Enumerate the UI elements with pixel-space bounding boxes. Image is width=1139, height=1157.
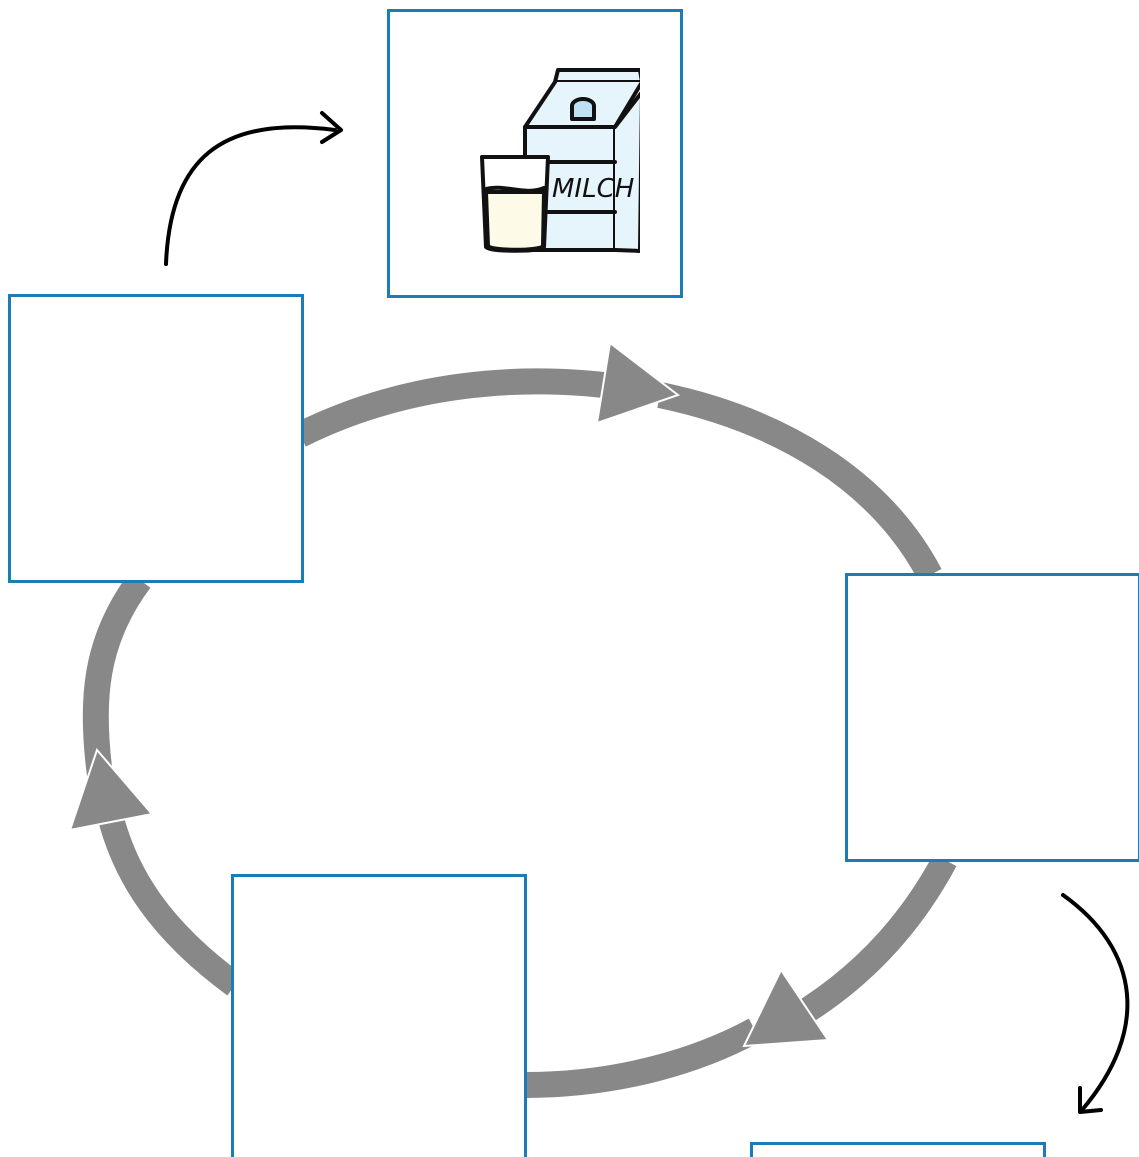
cycle-segment-bottom-left (97, 811, 243, 996)
side-arrow-bottom-right (1061, 893, 1130, 1112)
milk-carton-and-glass-icon: MILCH (480, 68, 640, 253)
box-milk-illustration: MILCH (387, 9, 683, 298)
cycle-arrows (68, 341, 957, 1098)
box-right (845, 573, 1139, 862)
cycle-segment-right-bottom (788, 853, 957, 1030)
cycle-arrowhead-top (595, 341, 681, 425)
carton-text: MILCH (552, 174, 634, 204)
box-bottom-right-corner (750, 1142, 1046, 1157)
side-arrowhead-bottom-right (1078, 1086, 1103, 1114)
side-arrow-top-left (164, 125, 337, 266)
cycle-arrowhead-bottom-right (742, 967, 830, 1048)
box-left (8, 294, 304, 583)
cycle-segment-bottom (524, 1018, 762, 1098)
cycle-arrowhead-left (68, 748, 154, 832)
cycle-segment-top (294, 368, 643, 447)
box-bottom (231, 874, 527, 1157)
side-arrowhead-top-left (320, 111, 343, 144)
cycle-segment-top-right (657, 382, 942, 582)
side-arrows (164, 111, 1130, 1114)
cycle-segment-left (82, 572, 151, 777)
